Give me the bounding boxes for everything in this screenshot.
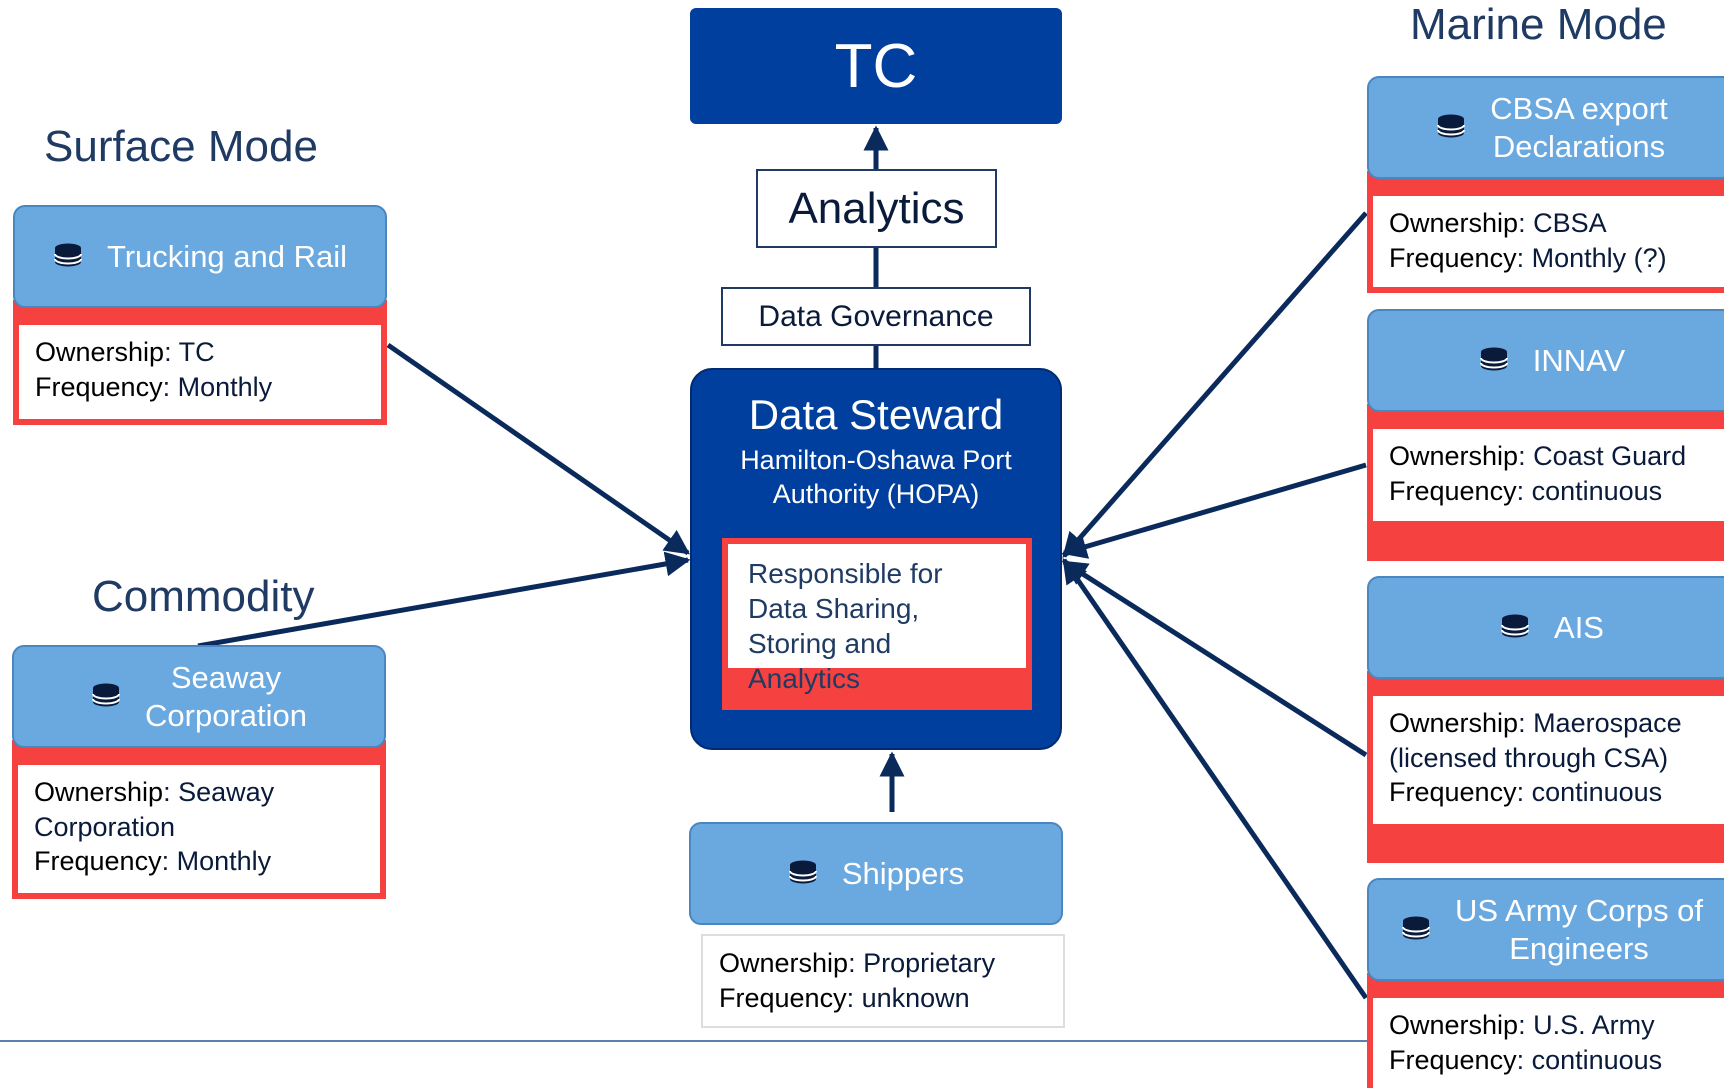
usace-name-line2: Engineers (1509, 930, 1649, 966)
trucking-rail-details: Ownership: TC Frequency: Monthly (19, 325, 381, 419)
responsibility-box: Responsible for Data Sharing, Storing an… (728, 544, 1026, 694)
responsibility-line2: Data Sharing, (748, 593, 920, 624)
marine-mode-title: Marine Mode (1410, 0, 1667, 49)
database-icon (788, 855, 818, 893)
frequency-label: Frequency (719, 982, 847, 1013)
cbsa-ownership-value: : CBSA (1518, 208, 1607, 238)
usace-name-line1: US Army Corps of (1454, 892, 1704, 928)
ais-name: AIS (1554, 609, 1604, 645)
shippers-header: Shippers (689, 822, 1063, 925)
seaway-name-line2: Corporation (145, 697, 307, 733)
trucking-rail-name: Trucking and Rail (106, 238, 348, 274)
ownership-label: Ownership (1389, 708, 1519, 738)
innav-header: INNAV (1367, 309, 1724, 412)
ais-frequency-value: : continuous (1516, 777, 1663, 808)
commodity-title: Commodity (92, 572, 315, 621)
steward-org-line1: Hamilton-Oshawa Port (740, 445, 1012, 476)
data-steward-box: Data Steward Hamilton-Oshawa Port Author… (690, 368, 1062, 750)
arrow-usace-to-steward (1061, 557, 1369, 1000)
data-steward-title: Data Steward (748, 391, 1004, 438)
cbsa-name-line1: CBSA export (1490, 90, 1668, 126)
seaway-frequency-value: : Monthly (161, 846, 272, 877)
frequency-label: Frequency (1389, 777, 1517, 808)
shippers-ownership-value: : Proprietary (848, 948, 996, 978)
database-icon (1436, 109, 1466, 147)
arrow-ais-to-steward (1061, 559, 1368, 758)
database-icon (1500, 609, 1530, 647)
frequency-label: Frequency (35, 371, 163, 402)
database-icon (1479, 342, 1509, 380)
innav-details: Ownership: Coast Guard Frequency: contin… (1373, 429, 1724, 521)
trucking-rail-header: Trucking and Rail (13, 205, 387, 308)
database-icon (91, 678, 121, 716)
analytics-label: Analytics (788, 183, 965, 233)
ownership-label: Ownership (34, 777, 164, 807)
footer-divider (0, 1040, 1370, 1042)
responsibility-line3: Storing and Analytics (748, 628, 892, 694)
arrow-cbsa-to-steward (1062, 211, 1368, 558)
arrow-seaway-to-steward (197, 551, 691, 649)
surface-mode-title: Surface Mode (44, 122, 318, 171)
steward-org-line2: Authority (HOPA) (772, 478, 980, 509)
responsibility-line1: Responsible for (748, 558, 943, 589)
database-icon (53, 238, 83, 276)
database-icon (1401, 911, 1431, 949)
innav-name: INNAV (1532, 342, 1626, 378)
cbsa-frequency-value: : Monthly (?) (1516, 242, 1667, 273)
ownership-label: Ownership (1389, 208, 1519, 238)
tc-box: TC (690, 8, 1062, 124)
data-governance-label: Data Governance (758, 299, 994, 333)
seaway-name-line1: Seaway (170, 659, 282, 695)
arrow-trucking-to-steward (386, 342, 691, 556)
frequency-label: Frequency (1389, 242, 1517, 273)
trucking-ownership-value: : TC (164, 337, 215, 367)
cbsa-name-line2: Declarations (1492, 128, 1666, 164)
usace-details: Ownership: U.S. Army Frequency: continuo… (1373, 998, 1724, 1088)
seaway-details: Ownership: Seaway Corporation Frequency:… (18, 765, 380, 893)
ownership-label: Ownership (35, 337, 165, 367)
ais-details: Ownership: Maerospace (licensed through … (1373, 696, 1724, 824)
shippers-details: Ownership: Proprietary Frequency: unknow… (701, 934, 1065, 1028)
usace-frequency-value: : continuous (1516, 1044, 1663, 1075)
shippers-card: Shippers Ownership: Proprietary Frequenc… (689, 822, 1065, 1028)
analytics-box: Analytics (756, 169, 997, 248)
data-governance-box: Data Governance (721, 287, 1031, 346)
ais-card: AIS Ownership: Maerospace (licensed thro… (1367, 576, 1724, 863)
seaway-ownership-value-line2: Corporation (34, 811, 176, 842)
innav-ownership-value: : Coast Guard (1518, 441, 1687, 471)
ais-ownership-value: : Maerospace (1518, 708, 1682, 738)
arrow-innav-to-steward (1061, 462, 1367, 559)
frequency-label: Frequency (34, 846, 162, 877)
shippers-frequency-value: : unknown (846, 982, 970, 1013)
ais-header: AIS (1367, 576, 1724, 679)
frequency-label: Frequency (1389, 1044, 1517, 1075)
usace-ownership-value: : U.S. Army (1518, 1010, 1655, 1040)
innav-frequency-value: : continuous (1516, 475, 1663, 506)
trucking-frequency-value: : Monthly (162, 371, 273, 402)
frequency-label: Frequency (1389, 475, 1517, 506)
shippers-name: Shippers (841, 855, 965, 891)
trucking-rail-card: Trucking and Rail Ownership: TC Frequenc… (13, 205, 387, 425)
data-steward-org: Hamilton-Oshawa Port Authority (HOPA) (692, 444, 1060, 512)
tc-label: TC (834, 31, 918, 101)
ownership-label: Ownership (719, 948, 849, 978)
innav-card: INNAV Ownership: Coast Guard Frequency: … (1367, 309, 1724, 561)
ownership-label: Ownership (1389, 1010, 1519, 1040)
ownership-label: Ownership (1389, 441, 1519, 471)
cbsa-details: Ownership: CBSA Frequency: Monthly (?) (1373, 196, 1724, 287)
seaway-ownership-value: : Seaway (163, 777, 275, 807)
ais-ownership-value-line2: (licensed through CSA) (1389, 742, 1669, 773)
